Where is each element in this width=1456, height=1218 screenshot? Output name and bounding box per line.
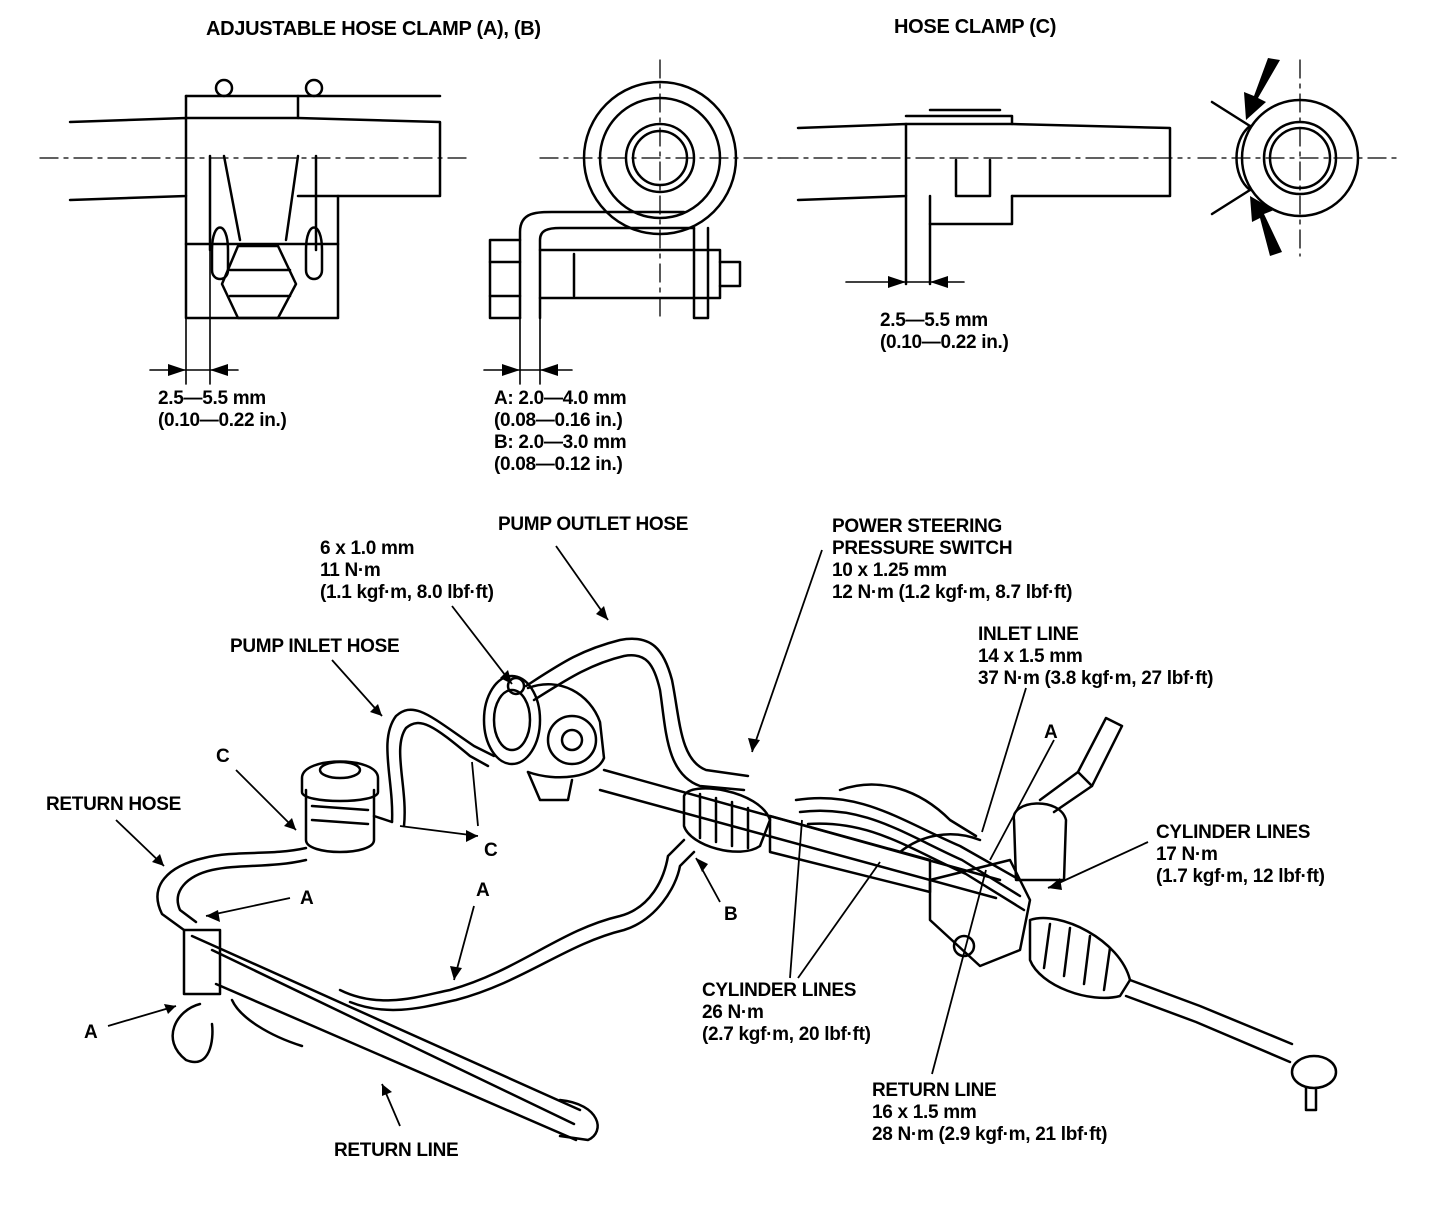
label-return-line-right-size: 16 x 1.5 mm [872,1102,977,1123]
label-letter-c-reservoir: C [216,746,230,767]
return-hose [156,846,308,932]
dimension-clamp-ab-end [483,317,573,385]
heading-hose-clamp-c: HOSE CLAMP (C) [894,16,1057,38]
label-return-hose: RETURN HOSE [46,794,181,815]
cylinder-lines [794,783,1026,912]
leader-arrowheads [152,606,1062,1096]
label-pump-bolt-torque: 11 N·m [320,560,381,581]
pump-outlet-hose [524,637,750,778]
spec-clamp-b-in: (0.08—0.12 in.) [494,454,623,475]
spec-clamp-b-mm: B: 2.0—3.0 mm [494,432,627,453]
label-pump-bolt-size: 6 x 1.0 mm [320,538,415,559]
label-return-line-right: RETURN LINE [872,1080,997,1101]
spec-clamp-ab-gap-mm: 2.5—5.5 mm [158,388,266,409]
label-inlet-line: INLET LINE [978,624,1079,645]
steering-column [1012,716,1124,882]
squeeze-arrows [1244,58,1282,256]
spec-clamp-c-gap-mm: 2.5—5.5 mm [880,310,988,331]
label-cyl-lines-right: CYLINDER LINES [1156,822,1311,843]
heading-adjustable-hose-clamp: ADJUSTABLE HOSE CLAMP (A), (B) [206,18,541,40]
leader-lines [107,545,1149,1127]
label-letter-a-left-upper: A [300,888,314,909]
spec-clamp-a-mm: A: 2.0—4.0 mm [494,388,627,409]
label-return-line-bottom: RETURN LINE [334,1140,459,1161]
label-return-line-right-torque: 28 N·m (2.9 kgf·m, 21 lbf·ft) [872,1124,1108,1145]
label-letter-a-middle: A [476,880,490,901]
hose-clamp-c-end-view [1210,98,1360,218]
label-cyl-lines-mid-torque: 26 N·m [702,1002,764,1023]
return-line-bottom [171,928,599,1142]
spec-clamp-ab-gap-in: (0.10—0.22 in.) [158,410,287,431]
label-cyl-lines-mid-torque-alt: (2.7 kgf·m, 20 lbf·ft) [702,1024,871,1045]
reservoir [300,760,394,854]
label-cyl-lines-mid: CYLINDER LINES [702,980,857,1001]
adjustable-clamp-side-view [68,78,442,320]
label-ps-switch-line1: POWER STEERING [832,516,1002,537]
label-ps-switch-torque: 12 N·m (1.2 kgf·m, 8.7 lbf·ft) [832,582,1073,603]
power-steering-pump [482,674,606,802]
label-letter-a-left-lower: A [84,1022,98,1043]
pump-inlet-hose [386,708,496,824]
label-pump-bolt-torque-alt: (1.1 kgf·m, 8.0 lbf·ft) [320,582,494,603]
adjustable-clamp-end-view [488,80,742,320]
spec-clamp-c-gap-in: (0.10—0.22 in.) [880,332,1009,353]
middle-line [338,838,686,1002]
label-pump-outlet-hose: PUMP OUTLET HOSE [498,514,689,535]
label-cyl-lines-right-torque: 17 N·m [1156,844,1218,865]
label-inlet-line-size: 14 x 1.5 mm [978,646,1083,667]
label-pump-inlet-hose: PUMP INLET HOSE [230,636,400,657]
label-letter-a-rack: A [1044,722,1058,743]
label-inlet-line-torque: 37 N·m (3.8 kgf·m, 27 lbf·ft) [978,668,1214,689]
centerline-left [39,59,1401,319]
spec-clamp-a-in: (0.08—0.16 in.) [494,410,623,431]
label-cyl-lines-right-torque-alt: (1.7 kgf·m, 12 lbf·ft) [1156,866,1325,887]
label-ps-switch-line2: PRESSURE SWITCH [832,538,1013,559]
hose-clamp-c-side-view [796,108,1172,286]
label-ps-switch-size: 10 x 1.25 mm [832,560,947,581]
label-letter-c-pump: C [484,840,498,861]
label-letter-b: B [724,904,738,925]
